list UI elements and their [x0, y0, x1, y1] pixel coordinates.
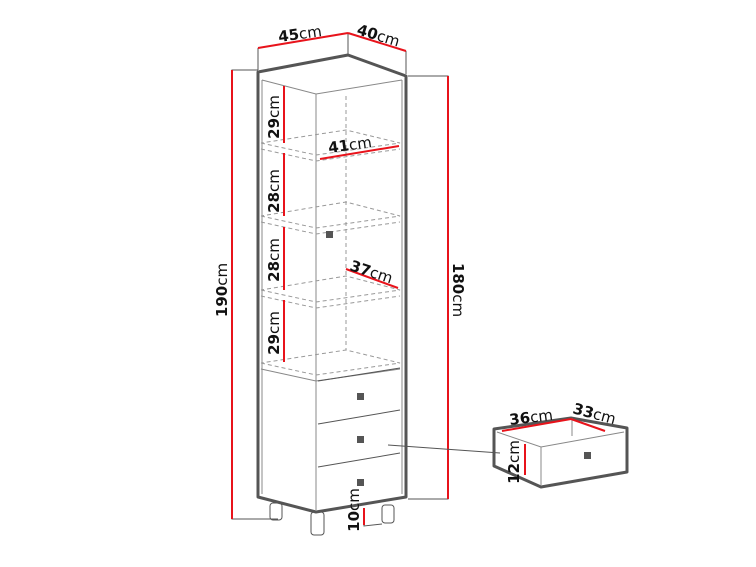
drawers — [317, 367, 401, 486]
leg-height-label: 10cm — [345, 488, 363, 532]
shelf — [260, 349, 401, 376]
shelf-gap-label: 29cm — [265, 311, 283, 355]
depth-dimension-line — [347, 32, 407, 52]
leg — [269, 502, 283, 521]
total-height-label: 190cm — [213, 263, 231, 317]
drawer-width-label: 36cm — [508, 406, 554, 429]
leader-line — [387, 444, 501, 454]
drawer-width-line — [501, 418, 572, 432]
cabinet — [256, 53, 408, 536]
drawer-depth-line — [570, 418, 606, 432]
shelf-front — [260, 368, 401, 382]
drawer-divider — [317, 409, 401, 425]
body-height-label: 180cm — [449, 263, 467, 317]
shelf-gap-label: 28cm — [265, 238, 283, 282]
leg — [381, 504, 395, 524]
depth-label: 40cm — [355, 21, 402, 51]
drawer-knob-icon — [584, 452, 591, 459]
shelf-front — [260, 295, 401, 309]
width-label: 45cm — [277, 22, 323, 46]
shelf-gap-label: 29cm — [265, 95, 283, 139]
drawer-divider — [317, 367, 401, 382]
shelf — [260, 129, 401, 156]
drawer-height-label: 12cm — [505, 440, 523, 484]
drawer-detail: 36cm 33cm 12cm — [492, 399, 629, 489]
cabinet-outline — [256, 53, 408, 514]
leg — [310, 511, 325, 536]
width-dimension-line — [257, 32, 349, 49]
door-knob-icon — [326, 231, 333, 238]
shelf — [260, 275, 401, 303]
drawer-knob-icon — [357, 393, 364, 400]
shelf-front — [260, 221, 401, 235]
drawer-depth-label: 33cm — [571, 399, 618, 428]
shelves — [260, 129, 401, 382]
shelf-front — [260, 148, 401, 162]
drawer-knob-icon — [357, 479, 364, 486]
shelf — [260, 201, 401, 229]
shelf-width-label: 41cm — [327, 133, 373, 157]
drawer-divider — [317, 452, 401, 468]
shelf-depth-line — [345, 268, 399, 289]
drawer-outline — [492, 416, 629, 489]
drawer-knob-icon — [357, 436, 364, 443]
shelf-width-line — [319, 145, 400, 160]
shelf-gap-label: 28cm — [265, 169, 283, 213]
